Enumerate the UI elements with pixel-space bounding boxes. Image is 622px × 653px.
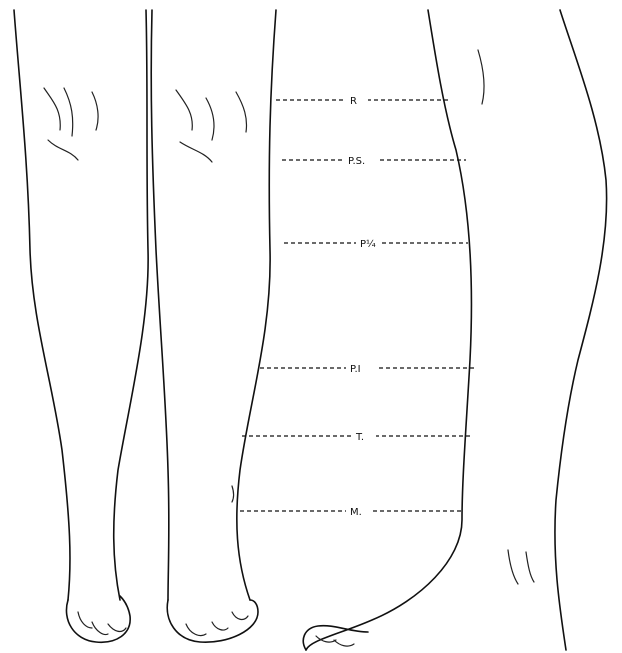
- level-label-m: M.: [350, 507, 362, 518]
- level-lines: R P.S. P¼ P.I T. M.: [240, 92, 474, 519]
- right-leg-front: [151, 10, 276, 642]
- level-label-ps: P.S.: [348, 156, 365, 167]
- level-label-pi: P.I: [350, 364, 361, 375]
- level-label-p4: P¼: [360, 238, 376, 250]
- level-label-t: T.: [355, 432, 364, 443]
- left-leg-front: [14, 10, 148, 642]
- level-label-r: R: [350, 96, 357, 107]
